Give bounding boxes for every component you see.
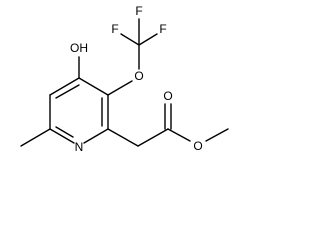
fluorine-top-label: F [135,4,142,18]
bond-ring-c5-c4-inner [55,84,80,99]
bond-ester-o-methyl [205,128,229,142]
fluorine-left-label: F [111,22,118,36]
structure-canvas: OH O F F F N O O [20,4,229,154]
ether-oxygen-label: O [134,69,143,83]
hydroxyl-label: OH [70,41,88,55]
bond-c3-o [107,80,133,96]
carbonyl-oxygen-label: O [163,89,172,103]
bond-cf3-f-right [138,33,158,46]
bond-cf3-f-left [120,33,140,46]
bond-carbonyl-ester-o [167,128,191,142]
ring-nitrogen-label: N [75,140,84,154]
bond-ring-n-c6 [49,128,75,144]
bond-ring-c5-c4 [49,77,80,96]
bond-c2-ch2 [107,128,139,147]
bond-ring-c4-c3 [78,77,109,96]
bond-ring-c2-n [83,128,109,144]
bond-ch2-carbonyl [137,128,169,147]
bond-c6-methyl [20,128,51,147]
bond-ring-n-c6-inner [55,126,74,138]
ester-oxygen-label: O [193,139,202,153]
molecule-drawing: OH O F F F N O O [20,4,229,154]
fluorine-right-label: F [159,22,166,36]
